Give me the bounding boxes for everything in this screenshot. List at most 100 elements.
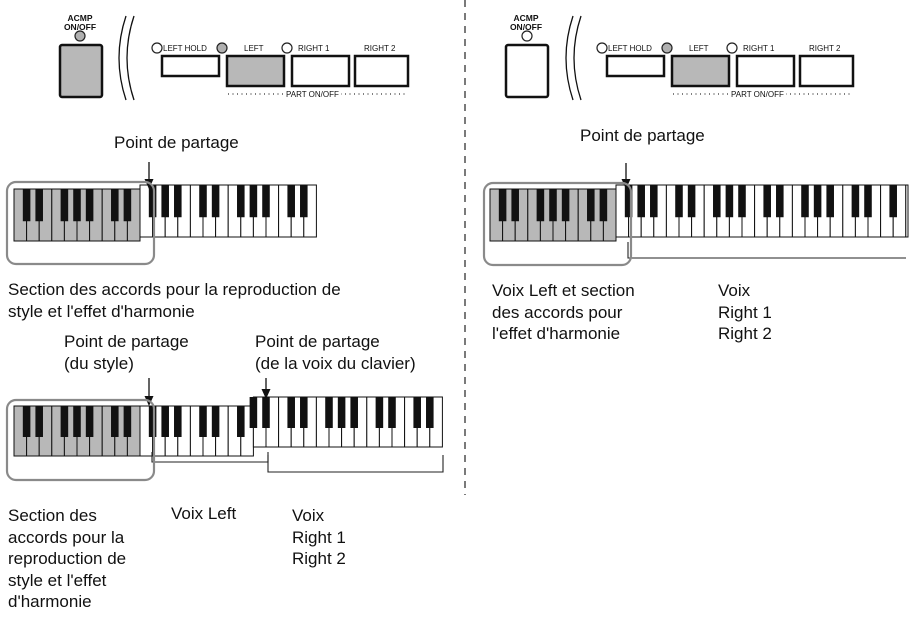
black-key — [826, 185, 834, 218]
black-key — [763, 185, 771, 218]
black-key — [325, 397, 333, 428]
button-right2[interactable] — [353, 54, 410, 88]
black-key — [511, 189, 519, 222]
white-key — [905, 184, 909, 238]
label-right2: RIGHT 2 — [809, 44, 841, 53]
voice-left-label: Voix Left — [171, 504, 237, 523]
label-right2: RIGHT 2 — [364, 44, 396, 53]
keyboard-top-left — [13, 184, 317, 242]
acmp-led — [74, 30, 86, 42]
black-key — [388, 397, 396, 428]
black-key — [22, 406, 31, 437]
black-key — [287, 185, 295, 218]
split-point-voice: Point de partage (de la voix du clavier) — [255, 332, 416, 373]
bracket-voice-right — [267, 455, 444, 473]
panel-break-mark — [565, 15, 582, 101]
black-key — [262, 185, 270, 218]
button-right1[interactable] — [290, 54, 351, 88]
split-point-title-left: Point de partage — [114, 133, 239, 152]
label-left-hold: LEFT HOLD — [608, 44, 652, 53]
black-key — [287, 397, 295, 428]
bracket-voice-right-top — [627, 242, 906, 259]
chord-section-outline-top — [5, 180, 156, 266]
button-left-hold[interactable] — [160, 54, 221, 78]
black-key — [413, 397, 421, 428]
button-left-hold[interactable] — [605, 54, 666, 78]
black-key — [161, 406, 169, 437]
part-onoff-label: PART ON/OFF — [284, 90, 341, 99]
chord-section-label: Section des accords pour la reproduction… — [8, 506, 127, 612]
black-key — [262, 397, 270, 428]
black-key — [375, 397, 384, 428]
black-key — [738, 185, 746, 218]
button-left[interactable] — [225, 54, 286, 88]
led-left — [661, 42, 673, 54]
black-key — [864, 185, 872, 218]
black-key — [35, 406, 43, 437]
black-key — [350, 397, 358, 428]
black-key — [148, 185, 157, 218]
black-key — [199, 185, 207, 218]
black-key — [174, 406, 182, 437]
black-key — [650, 185, 658, 218]
chord-section-caption: Section des accords pour la reproduction… — [8, 280, 341, 321]
split-point-style: Point de partage (du style) — [64, 332, 189, 373]
left-control-panel — [58, 15, 410, 101]
right-control-panel — [504, 15, 855, 101]
label-right1: RIGHT 1 — [743, 44, 775, 53]
black-key — [60, 189, 69, 222]
split-point-title-right: Point de partage — [580, 126, 705, 145]
black-key — [561, 189, 570, 222]
black-key — [73, 189, 81, 222]
black-key — [599, 189, 608, 222]
black-key — [300, 397, 308, 428]
voice-right-label: Voix Right 1 Right 2 — [292, 506, 346, 569]
black-key — [713, 185, 721, 218]
black-key — [148, 406, 157, 437]
black-key — [337, 397, 346, 428]
button-right1[interactable] — [735, 54, 796, 88]
black-key — [498, 189, 507, 222]
acmp-label: ACMP ON/OFF — [509, 13, 543, 32]
black-key — [174, 185, 182, 218]
acmp-led — [521, 30, 533, 42]
label-left: LEFT — [689, 44, 709, 53]
black-key — [624, 185, 633, 218]
black-key — [776, 185, 784, 218]
black-key — [199, 406, 207, 437]
black-key — [22, 189, 31, 222]
black-key — [725, 185, 734, 218]
black-key — [85, 189, 94, 222]
black-key — [211, 406, 220, 437]
label-left-hold: LEFT HOLD — [163, 44, 207, 53]
black-key — [249, 397, 258, 428]
black-key — [549, 189, 557, 222]
button-right2[interactable] — [798, 54, 855, 88]
chord-section-outline-bottom — [5, 398, 156, 482]
black-key — [237, 406, 245, 437]
black-key — [85, 406, 94, 437]
led-right1 — [726, 42, 738, 54]
led-left-hold — [151, 42, 163, 54]
black-key — [426, 397, 434, 428]
black-key — [161, 185, 169, 218]
black-key — [111, 189, 119, 222]
left-voice-outline-right — [482, 181, 633, 267]
black-key — [801, 185, 809, 218]
black-key — [237, 185, 245, 218]
black-key — [889, 185, 897, 218]
part-onoff-label: PART ON/OFF — [729, 90, 786, 99]
split-arrow-voice — [261, 378, 271, 399]
button-left[interactable] — [670, 54, 731, 88]
black-key — [675, 185, 683, 218]
black-key — [123, 406, 132, 437]
black-key — [211, 185, 220, 218]
acmp-button[interactable] — [504, 43, 550, 99]
led-right1 — [281, 42, 293, 54]
panel-break-mark — [118, 15, 135, 101]
label-left: LEFT — [244, 44, 264, 53]
acmp-label: ACMP ON/OFF — [63, 13, 97, 32]
black-key — [60, 406, 69, 437]
acmp-button[interactable] — [58, 43, 104, 99]
